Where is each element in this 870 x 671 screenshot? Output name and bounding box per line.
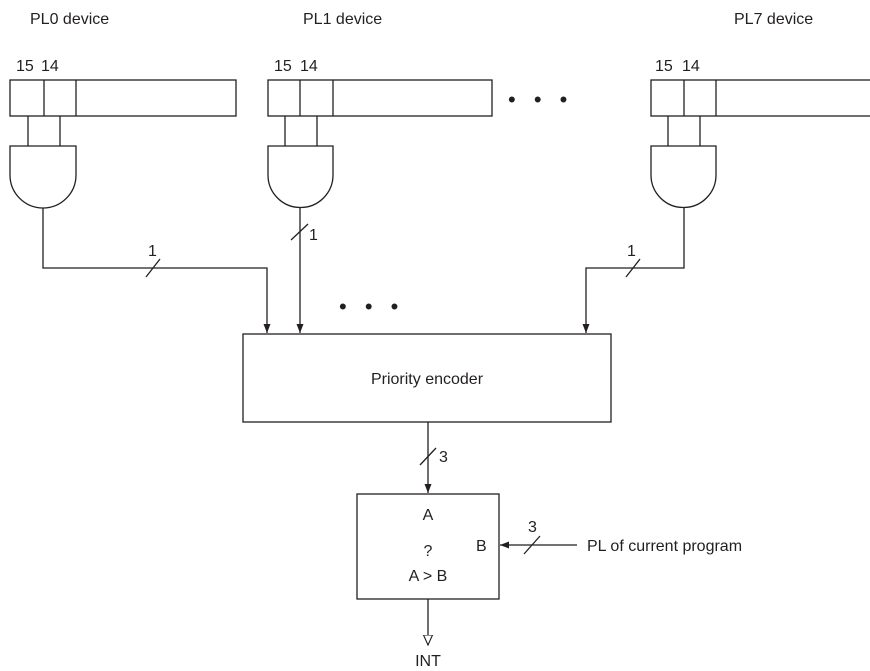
bus-width-label: 3 xyxy=(528,519,537,536)
device-pl1: PL1 device 15 14 1 xyxy=(267,11,493,333)
bit-14-label: 14 xyxy=(682,58,700,75)
bit-15-label: 15 xyxy=(655,58,673,75)
input-b-label: B xyxy=(476,538,487,555)
comparator: A ? A > B B 3 PL of current program INT xyxy=(356,493,742,670)
bus-width-label: 1 xyxy=(627,243,636,260)
and-gate xyxy=(9,145,77,209)
bus-width-label: 1 xyxy=(148,243,157,260)
priority-encoder: Priority encoder 3 xyxy=(242,333,612,493)
device-label: PL1 device xyxy=(303,11,382,28)
and-gate xyxy=(650,145,717,209)
bus-slash xyxy=(625,258,641,278)
gate-output-wire xyxy=(42,208,271,333)
status-register xyxy=(650,79,870,117)
status-register xyxy=(9,79,237,117)
bit-15-label: 15 xyxy=(16,58,34,75)
device-pl7: PL7 device 15 14 1 xyxy=(582,11,870,333)
devices-ellipsis: • • • xyxy=(508,87,573,112)
current-pl-label: PL of current program xyxy=(587,538,742,555)
input-a-label: A xyxy=(423,507,434,524)
bit-15-label: 15 xyxy=(274,58,292,75)
bus-slash xyxy=(145,258,161,278)
bus-slash xyxy=(290,223,309,241)
int-output-label: INT xyxy=(415,653,441,670)
and-gate xyxy=(267,145,334,209)
inputs-ellipsis: • • • xyxy=(339,294,404,319)
bit-14-label: 14 xyxy=(300,58,318,75)
bit-14-label: 14 xyxy=(41,58,59,75)
device-label: PL7 device xyxy=(734,11,813,28)
bus-slash xyxy=(523,535,541,555)
gate-output-wire xyxy=(582,208,685,333)
comparator-box xyxy=(356,493,500,600)
status-register xyxy=(267,79,493,117)
bus-width-label: 3 xyxy=(439,449,448,466)
question-label: ? xyxy=(424,543,433,560)
encoder-box xyxy=(242,333,612,423)
device-pl0: PL0 device 15 14 1 xyxy=(9,11,271,333)
bus-slash xyxy=(419,447,437,466)
device-label: PL0 device xyxy=(30,11,109,28)
condition-label: A > B xyxy=(409,568,448,585)
bus-width-label: 1 xyxy=(309,227,318,244)
encoder-label: Priority encoder xyxy=(371,371,484,388)
